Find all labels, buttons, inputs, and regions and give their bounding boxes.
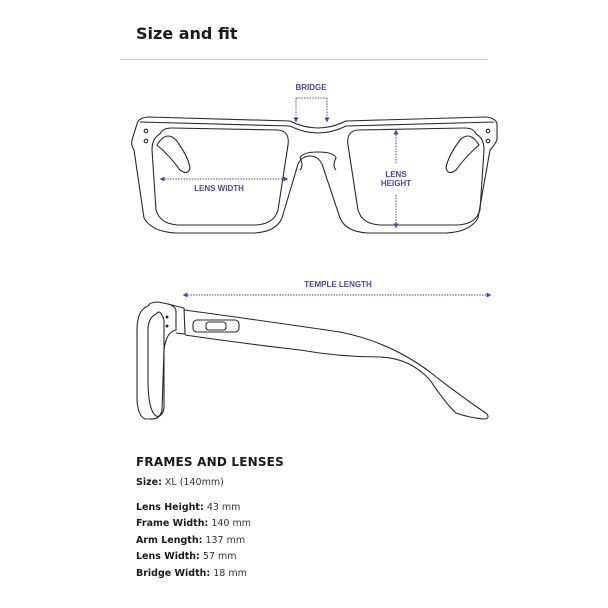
spec-lens-height: Lens Height: 43 mm <box>136 502 240 513</box>
temple-length-label: TEMPLE LENGTH <box>304 280 372 289</box>
spec-label: Lens Width: <box>136 551 200 562</box>
lens-height-label-line2: HEIGHT <box>381 179 411 188</box>
lens-height-label-line1: LENS <box>385 170 407 179</box>
spec-value: XL (140mm) <box>164 477 224 488</box>
size-diagram: BRIDGE LENS WIDTH LENS HEIGHT TEMPLE LEN… <box>131 83 498 420</box>
spec-bridge-width: Bridge Width: 18 mm <box>136 568 247 579</box>
spec-value: 137 mm <box>205 535 246 546</box>
spec-label: Lens Height: <box>136 502 204 513</box>
spec-label: Size: <box>136 477 162 488</box>
spec-label: Frame Width: <box>136 518 209 529</box>
spec-label: Bridge Width: <box>136 568 211 579</box>
front-dimensions <box>159 97 399 229</box>
spec-arm-length: Arm Length: 137 mm <box>136 535 245 546</box>
spec-value: 140 mm <box>211 518 251 529</box>
spec-frame-width: Frame Width: 140 mm <box>136 518 251 529</box>
title-divider <box>120 59 488 60</box>
spec-value: 57 mm <box>202 551 237 562</box>
bridge-label: BRIDGE <box>295 83 327 92</box>
frames-and-lenses-heading: FRAMES AND LENSES <box>136 455 284 469</box>
spec-label: Arm Length: <box>136 535 203 546</box>
spec-value: 18 mm <box>213 568 247 579</box>
lens-width-label: LENS WIDTH <box>194 184 244 193</box>
spec-size: Size: XL (140mm) <box>136 477 224 488</box>
spec-value: 43 mm <box>206 502 241 513</box>
spec-lens-width: Lens Width: 57 mm <box>136 551 237 562</box>
front-view-glasses <box>131 116 498 234</box>
side-view-glasses <box>136 301 489 420</box>
page-title: Size and fit <box>136 24 238 43</box>
